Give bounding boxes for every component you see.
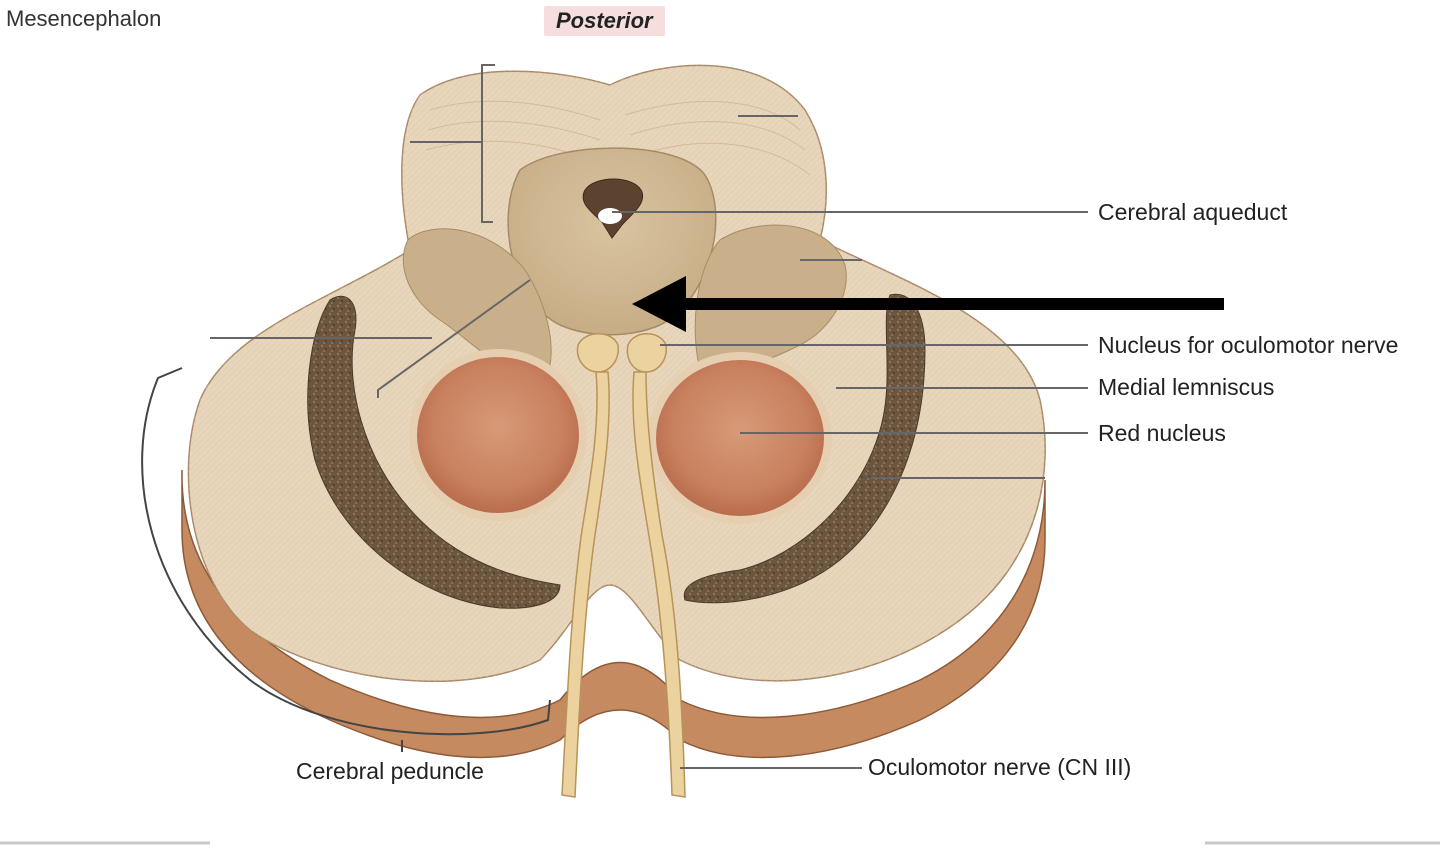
tectum-striations [425, 100, 811, 176]
oculomotor-nerve-right [632, 371, 686, 798]
label-oculomotor-nerve: Oculomotor nerve (CN III) [868, 754, 1132, 780]
right-leader-lines [612, 115, 1088, 769]
right-red-nucleus [648, 352, 832, 524]
left-substantia-nigra [307, 295, 561, 609]
label-nucleus-oculomotor: Nucleus for oculomotor nerve [1098, 332, 1399, 358]
oculomotor-nucleus-right [626, 333, 667, 373]
right-substantia-nigra [683, 293, 926, 604]
label-cerebral-peduncle: Cerebral peduncle [296, 758, 484, 784]
aqueduct-lumen [598, 208, 622, 224]
pointer-arrow [632, 276, 1224, 332]
oculomotor-nerve-left [561, 371, 610, 798]
cerebral-peduncle-bracket [141, 367, 551, 736]
label-cerebral-aqueduct: Cerebral aqueduct [1098, 199, 1288, 225]
left-leader-lines [210, 64, 531, 398]
section-side-edge [181, 469, 1046, 759]
left-red-nucleus [409, 349, 587, 521]
label-medial-lemniscus: Medial lemniscus [1098, 374, 1275, 400]
oculomotor-nucleus-left [576, 333, 619, 373]
label-red-nucleus: Red nucleus [1098, 420, 1226, 446]
region-title: Mesencephalon [6, 6, 162, 31]
orientation-label: Posterior [544, 6, 665, 36]
